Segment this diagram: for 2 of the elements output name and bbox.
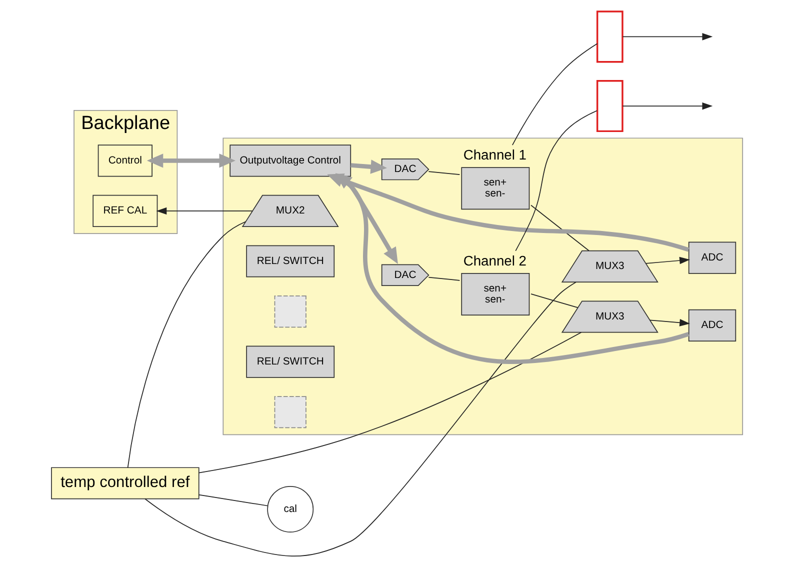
node-label: Channel 1: [462, 146, 526, 163]
node-label: Channel 2: [462, 252, 526, 268]
